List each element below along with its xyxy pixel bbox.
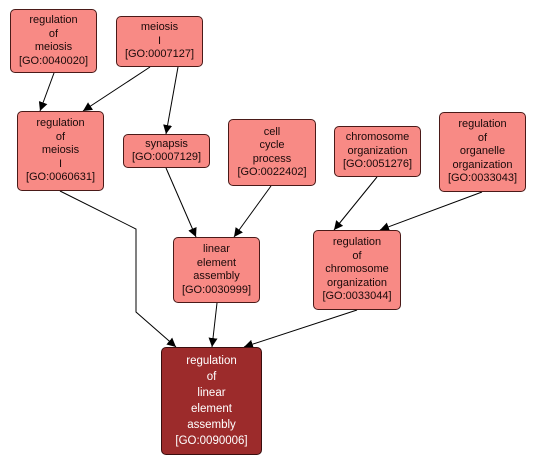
node-line: chromosome [325,263,389,276]
node-line: element [196,256,237,269]
edge-n33043-to-n33044 [379,191,483,232]
node-regulation-of-meiosis[interactable]: regulation of meiosis [GO:0040020] [10,9,97,73]
node-line: regulation [332,236,382,249]
node-line: cell [263,125,281,138]
node-id: [GO:0007129] [131,151,202,163]
node-line: organelle [459,145,506,158]
node-regulation-of-meiosis-i[interactable]: regulation of meiosis I [GO:0060631] [17,111,104,191]
node-line: meiosis [34,41,73,53]
node-chromosome-organization[interactable]: chromosome organization [GO:0051276] [334,126,421,177]
node-line: organization [347,144,408,157]
node-id: [GO:0007127] [124,48,195,61]
node-cell-cycle-process[interactable]: cell cycle process [GO:0022402] [228,119,316,186]
node-line: meiosis [41,144,80,157]
node-id: [GO:0040020] [18,54,89,67]
edge-n51276-to-n33044 [333,176,378,231]
node-line: of [352,249,362,262]
node-id: [GO:0022402] [237,166,307,178]
node-line: meiosis [140,21,179,34]
node-line: process [252,152,292,165]
node-regulation-of-organelle-organization[interactable]: regulation of organelle organization [GO… [439,112,526,192]
node-regulation-of-chromosome-organization[interactable]: regulation of chromosome organization [G… [313,230,401,310]
node-line: chromosome [345,131,410,144]
edge-n7127-to-n60631 [82,66,151,112]
node-synapsis[interactable]: synapsis [GO:0007129] [123,134,210,168]
node-linear-element-assembly[interactable]: linear element assembly [GO:0030999] [173,237,260,303]
edge-n40020-to-n60631 [38,72,55,112]
edge-n22402-to-n30999 [233,185,272,238]
node-id: [GO:0033044] [322,290,392,303]
node-line: of [55,130,66,143]
node-regulation-of-linear-element-assembly[interactable]: regulation of linear element assembly [G… [161,347,262,455]
node-line: I [58,157,63,170]
edge-n7127-to-n7129 [163,66,179,135]
node-meiosis-i[interactable]: meiosis I [GO:0007127] [116,16,203,67]
edge-n7129-to-n30999 [165,167,197,238]
node-line: organization [452,158,513,171]
node-line: assembly [193,270,240,282]
node-id: [GO:0033043] [447,172,518,185]
node-line: regulation [458,118,507,131]
node-id: [GO:0060631] [25,171,96,184]
node-id: [GO:0051276] [342,158,413,171]
node-line: of [206,371,217,383]
node-line: linear [197,387,226,399]
node-line: regulation [36,117,85,130]
node-line: regulation [29,14,78,26]
node-line: synapsis [145,137,188,150]
node-line: element [191,403,232,415]
edge-n33044-to-n90006 [243,309,358,349]
node-line: cycle [259,139,285,151]
node-line: organization [327,276,387,289]
node-line: regulation [186,355,237,367]
node-line: of [48,27,59,40]
node-line: linear [203,243,230,255]
edge-n60631-to-n90006 [59,190,177,348]
node-id: [GO:0030999] [181,283,252,296]
node-line: assembly [187,419,236,431]
node-line: I [157,34,162,47]
node-line: of [477,131,488,144]
node-id: [GO:0090006] [175,435,248,447]
edge-n30999-to-n90006 [208,302,218,348]
